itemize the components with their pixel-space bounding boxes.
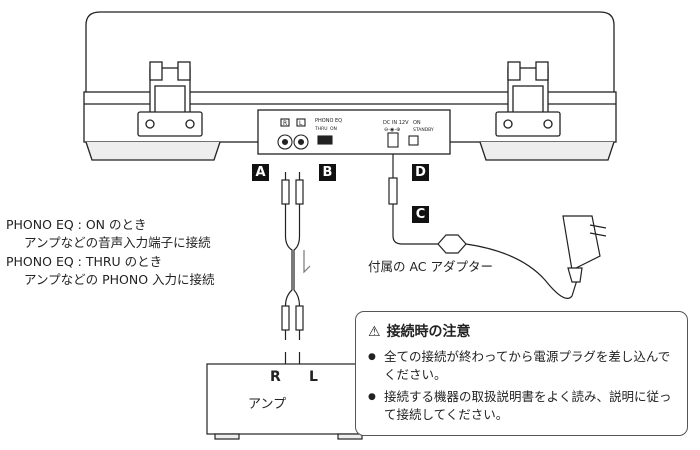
panel-l-label: L bbox=[299, 120, 303, 127]
power-button bbox=[408, 135, 419, 146]
cable-ferrite bbox=[437, 234, 467, 254]
caution-title-text: 接続時の注意 bbox=[386, 324, 471, 340]
caution-item: 接続する機器の取扱説明書をよく読み、説明に従って接続してください。 bbox=[368, 388, 680, 424]
caution-title: ⚠ 接続時の注意 bbox=[368, 321, 471, 341]
caution-note: ⚠ 接続時の注意 全ての接続が終わってから電源プラグを差し込んでください。 接続す… bbox=[355, 311, 688, 436]
phono-eq-switch bbox=[317, 135, 333, 145]
panel-phono-eq-on: ON bbox=[330, 126, 337, 132]
rca-plug-bottom-r bbox=[281, 305, 290, 331]
rca-plug-top-r bbox=[281, 179, 290, 205]
phono-eq-on-desc: アンプなどの音声入力端子に接続 bbox=[24, 235, 211, 250]
amp-name: アンプ bbox=[248, 397, 287, 412]
amp-l-label: L bbox=[309, 369, 318, 385]
rca-cable bbox=[281, 172, 311, 378]
panel-r-label: R bbox=[283, 120, 287, 127]
phono-eq-thru-desc: アンプなどの PHONO 入力に接続 bbox=[24, 272, 215, 287]
dc-in-jack bbox=[387, 132, 399, 148]
dc-plug bbox=[388, 177, 398, 205]
rca-plug-bottom-l bbox=[295, 305, 304, 331]
caution-item: 全ての接続が終わってから電源プラグを差し込んでください。 bbox=[368, 348, 680, 384]
amplifier bbox=[206, 363, 370, 440]
phono-eq-on-label: PHONO EQ : ON のとき bbox=[6, 217, 147, 232]
ac-adapter-label: 付属の AC アダプター bbox=[368, 259, 494, 274]
tag-c: C bbox=[412, 206, 429, 223]
phono-eq-thru-label: PHONO EQ : THRU のとき bbox=[6, 254, 163, 269]
l-jack-label-box bbox=[296, 118, 306, 127]
panel-dc-polarity: ⊖-◉-⊕ bbox=[384, 127, 400, 133]
tag-b: B bbox=[319, 164, 336, 181]
r-jack-label-box bbox=[280, 118, 290, 127]
ac-adapter bbox=[562, 215, 607, 283]
tag-a: A bbox=[252, 164, 269, 181]
panel-power-on: ON bbox=[413, 120, 421, 126]
tag-d: D bbox=[412, 164, 429, 181]
turntable bbox=[83, 11, 617, 161]
dc-cable bbox=[388, 154, 578, 299]
amp-r-label: R bbox=[270, 369, 281, 385]
caution-list: 全ての接続が終わってから電源プラグを差し込んでください。 接続する機器の取扱説明… bbox=[368, 348, 680, 428]
panel-phono-eq-thru: THRU bbox=[314, 126, 328, 132]
rear-panel bbox=[277, 118, 419, 150]
panel-power-standby: STANDBY bbox=[413, 127, 434, 133]
panel-dc-in: DC IN 12V bbox=[383, 120, 409, 126]
panel-phono-eq-title: PHONO EQ bbox=[315, 118, 342, 124]
warning-icon: ⚠ bbox=[368, 324, 381, 340]
rca-plug-top-l bbox=[295, 179, 304, 205]
